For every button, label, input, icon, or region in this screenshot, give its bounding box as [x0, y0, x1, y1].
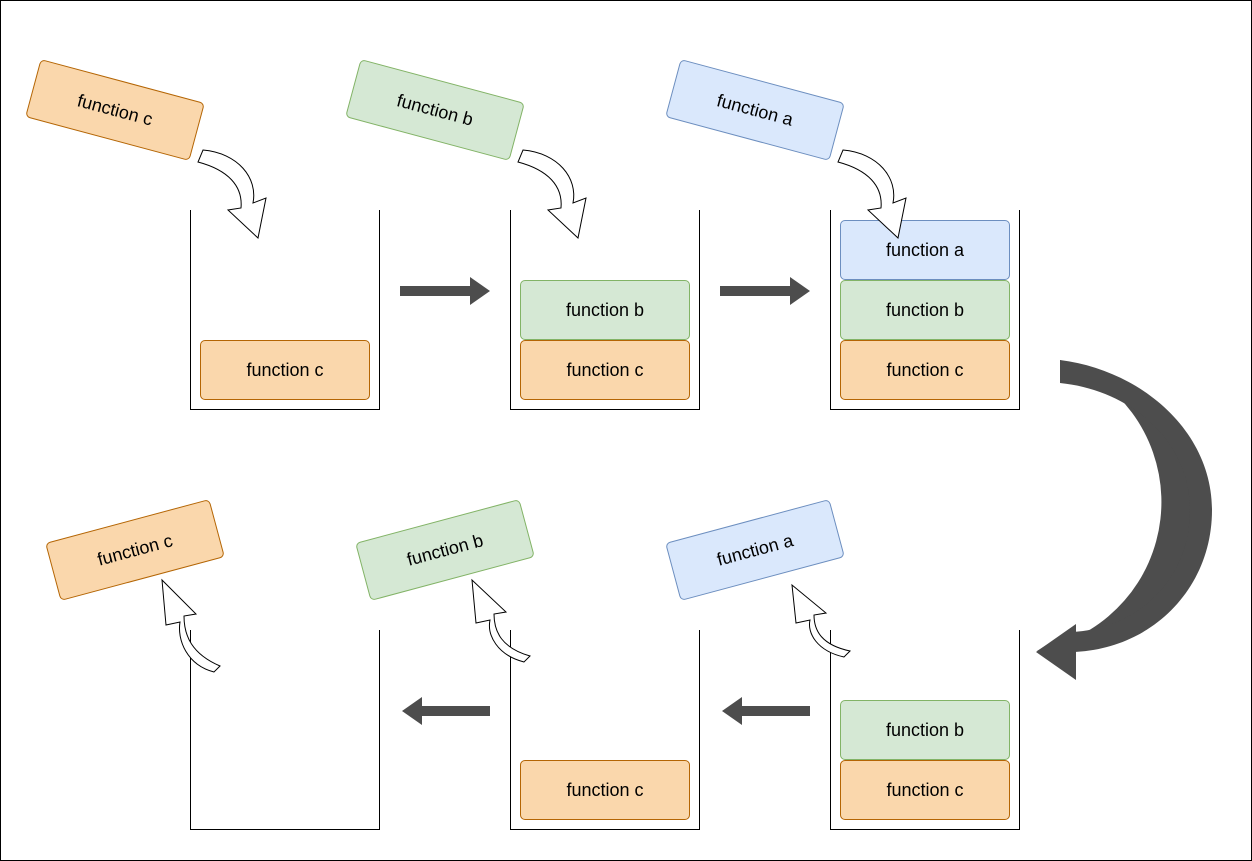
- stack-container-4: [830, 630, 1020, 830]
- stack2-frame-function-b: function b: [520, 280, 690, 340]
- stack-container-2: [510, 210, 700, 410]
- stack1-frame-function-c: function c: [200, 340, 370, 400]
- stack3-frame-function-c: function c: [840, 340, 1010, 400]
- stack-container-1: [190, 210, 380, 410]
- stack-container-3: [830, 210, 1020, 410]
- stack4-frame-function-c: function c: [840, 760, 1010, 820]
- stack-container-6: [190, 630, 380, 830]
- stack5-frame-function-c: function c: [520, 760, 690, 820]
- stack2-frame-function-c: function c: [520, 340, 690, 400]
- stack3-frame-function-b: function b: [840, 280, 1010, 340]
- stack3-frame-function-a: function a: [840, 220, 1010, 280]
- stack4-frame-function-b: function b: [840, 700, 1010, 760]
- stack-container-5: [510, 630, 700, 830]
